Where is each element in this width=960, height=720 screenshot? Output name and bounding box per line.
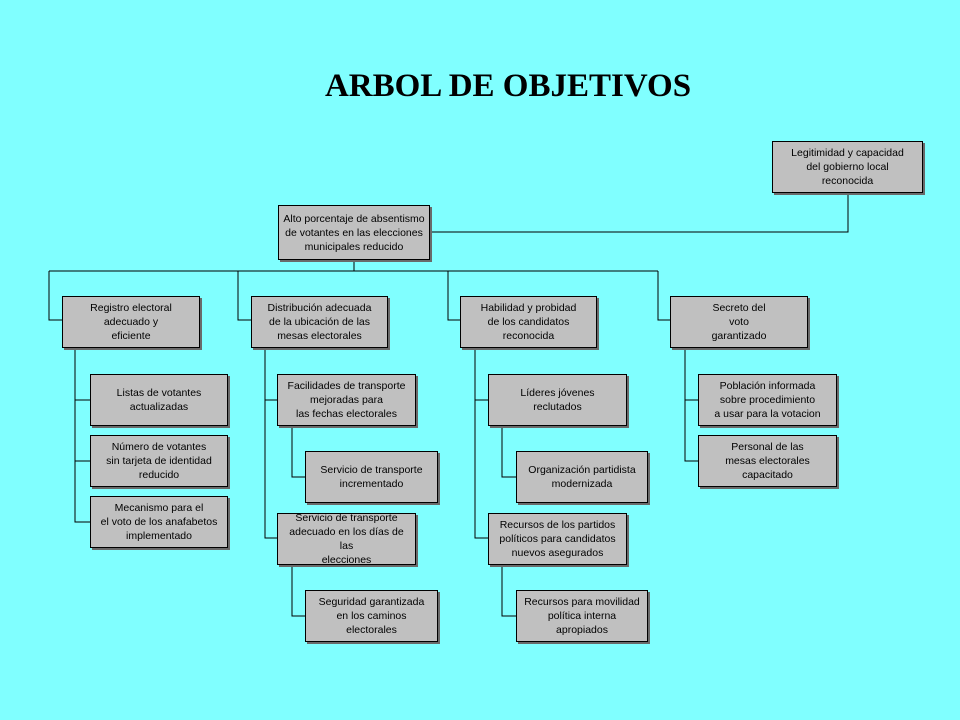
connector-recursos-sub — [501, 565, 516, 617]
connector-col1 — [74, 348, 90, 523]
connector-facilidades-sub — [291, 426, 305, 478]
box-servicio-adecuado: Servicio de transporte adecuado en los d… — [277, 512, 416, 566]
connector-servicio-sub — [291, 565, 305, 617]
box-registro: Registro electoral adecuado y eficiente — [62, 296, 200, 348]
connector-registro — [48, 271, 62, 321]
box-secreto: Secreto del voto garantizado — [670, 296, 808, 348]
box-distribucion: Distribución adecuada de la ubicación de… — [251, 296, 388, 348]
box-organizacion: Organización partidista modernizada — [516, 451, 648, 503]
box-mecanismo: Mecanismo para el el voto de los anafabe… — [90, 496, 228, 548]
box-listas: Listas de votantes actualizadas — [90, 374, 228, 426]
box-facilidades: Facilidades de transporte mejoradas para… — [277, 374, 416, 426]
box-alto-porcentaje: Alto porcentaje de absentismo de votante… — [278, 205, 430, 260]
connector-col3 — [474, 348, 488, 539]
connector-col4 — [684, 348, 698, 462]
page-title: ARBOL DE OBJETIVOS — [324, 68, 692, 104]
box-numero-votantes: Número de votantes sin tarjeta de identi… — [90, 435, 228, 487]
box-legitimidad: Legitimidad y capacidad del gobierno loc… — [772, 141, 923, 193]
connector-col2 — [264, 348, 277, 539]
connector-lideres-sub — [501, 426, 516, 478]
connector-distribucion — [237, 271, 251, 321]
box-personal: Personal de las mesas electorales capaci… — [698, 435, 837, 487]
box-servicio-incrementado: Servicio de transporte incrementado — [305, 451, 438, 503]
box-recursos-partidos: Recursos de los partidos políticos para … — [488, 513, 627, 565]
connector-habilidad — [447, 271, 460, 321]
box-poblacion: Población informada sobre procedimiento … — [698, 374, 837, 426]
connector-secreto — [657, 271, 670, 321]
connector-legitimidad — [430, 193, 849, 233]
box-lideres: Líderes jóvenes reclutados — [488, 374, 627, 426]
box-recursos-movilidad: Recursos para movilidad política interna… — [516, 590, 648, 642]
box-habilidad: Habilidad y probidad de los candidatos r… — [460, 296, 597, 348]
box-seguridad: Seguridad garantizada en los caminos ele… — [305, 590, 438, 642]
